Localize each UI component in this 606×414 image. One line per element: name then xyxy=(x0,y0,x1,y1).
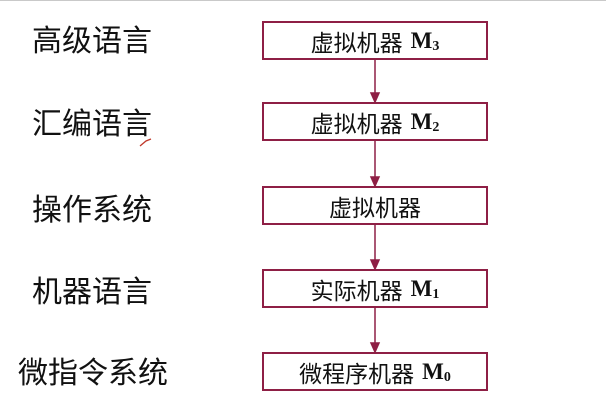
machine-name: 微程序机器 xyxy=(299,361,415,388)
machine-box-actual-m1: 实际机器 M 1 xyxy=(262,269,488,308)
level-label-assembly-language: 汇编语言 xyxy=(32,110,152,140)
level-label-text: 汇编语言 xyxy=(32,107,152,142)
arrow-virtual-to-m1 xyxy=(369,225,381,271)
machine-name: 虚拟机器 xyxy=(310,30,403,57)
level-label-text: 机器语言 xyxy=(32,275,152,310)
machine-box-virtual-m3: 虚拟机器 M 3 xyxy=(262,21,488,60)
machine-symbol: M xyxy=(410,108,433,134)
level-label-text: 操作系统 xyxy=(32,193,152,228)
machine-box-microprogram-m0: 微程序机器 M 0 xyxy=(262,352,488,391)
machine-box-virtual-m2: 虚拟机器 M 2 xyxy=(262,102,488,141)
machine-symbol: M xyxy=(410,275,433,301)
machine-subscript: 2 xyxy=(432,119,440,135)
level-label-operating-system: 操作系统 xyxy=(32,196,152,226)
level-label-machine-language: 机器语言 xyxy=(32,278,152,308)
pen-annotation-mark xyxy=(139,138,152,147)
arrow-m3-to-m2 xyxy=(369,60,381,104)
arrow-m2-to-virtual xyxy=(369,141,381,188)
machine-name: 虚拟机器 xyxy=(310,111,403,138)
top-divider xyxy=(0,0,606,1)
machine-name: 虚拟机器 xyxy=(329,195,421,222)
level-label-high-level-language: 高级语言 xyxy=(32,27,152,57)
machine-name: 实际机器 xyxy=(310,278,403,305)
level-label-microinstruction-system: 微指令系统 xyxy=(18,359,168,389)
machine-subscript: 3 xyxy=(432,38,440,54)
level-label-text: 微指令系统 xyxy=(18,356,168,391)
machine-symbol: M xyxy=(422,358,444,384)
machine-symbol: M xyxy=(410,27,433,53)
machine-box-virtual: 虚拟机器 xyxy=(262,186,488,225)
arrow-m1-to-m0 xyxy=(369,308,381,354)
machine-subscript: 1 xyxy=(432,286,440,302)
machine-subscript: 0 xyxy=(443,369,451,385)
level-label-text: 高级语言 xyxy=(32,24,152,59)
